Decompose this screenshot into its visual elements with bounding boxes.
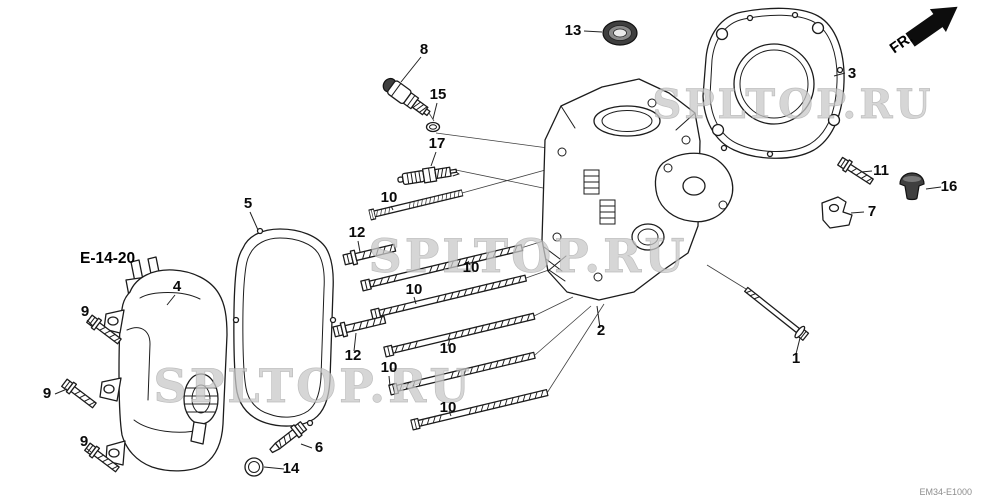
callout-10-d[interactable]: 10 [440,340,457,357]
callout-12-b[interactable]: 12 [345,347,362,364]
callout-10-c[interactable]: 10 [406,281,423,298]
callout-9-c[interactable]: 9 [80,433,88,450]
watermark: SPLTOP.RU [653,81,934,128]
callout-10-f[interactable]: 10 [440,399,457,416]
part-cylinder-head [541,78,734,301]
valve-spring-detail [583,169,616,225]
part-bracket [821,196,853,229]
watermark: SPLTOP.RU [153,359,472,413]
callout-10-e[interactable]: 10 [381,359,398,376]
part-long-bolt-1 [741,283,811,343]
callout-1[interactable]: 1 [792,350,800,367]
part-sealing-washer [425,121,441,133]
callout-6[interactable]: 6 [315,439,323,456]
fr-arrow-icon [905,6,958,47]
callout-3[interactable]: 3 [848,65,856,82]
fr-direction-group: FR. [887,6,958,57]
callout-9-b[interactable]: 9 [43,385,51,402]
callout-11[interactable]: 11 [873,162,889,179]
part-head-cover [99,256,228,472]
part-cover-bolt-9b [60,377,99,411]
part-head-gasket [702,7,845,159]
callout-7[interactable]: 7 [868,203,876,220]
callout-16[interactable]: 16 [941,178,958,195]
assembly-lines [428,112,747,394]
callout-9-a[interactable]: 9 [81,303,89,320]
part-o-ring [244,457,264,477]
part-oil-seal [602,20,638,46]
part-sensor [382,77,431,117]
callout-14[interactable]: 14 [283,460,300,477]
callouts: 13 8 15 17 3 11 16 7 5 4 9 9 9 6 14 10 1… [43,22,958,477]
part-stud-bolt-10d [383,310,536,358]
callout-10-b[interactable]: 10 [463,259,480,276]
callout-8[interactable]: 8 [420,41,428,58]
callout-5[interactable]: 5 [244,195,252,212]
doc-code: EM34-E1000 [919,487,972,497]
part-rubber-cap [899,172,925,201]
part-spark-plug [397,166,460,186]
ref-link-e-14-20[interactable]: E-14-20 [80,250,135,267]
callout-12-a[interactable]: 12 [349,224,366,241]
part-cover-gasket [232,227,337,427]
callout-2[interactable]: 2 [597,322,605,339]
callout-10-a[interactable]: 10 [381,189,398,206]
callout-13[interactable]: 13 [565,22,582,39]
callout-leader-lines [54,30,942,470]
callout-4[interactable]: 4 [173,278,182,295]
watermark: SPLTOP.RU [368,229,687,283]
callout-17[interactable]: 17 [429,135,446,152]
callout-15[interactable]: 15 [430,86,447,103]
